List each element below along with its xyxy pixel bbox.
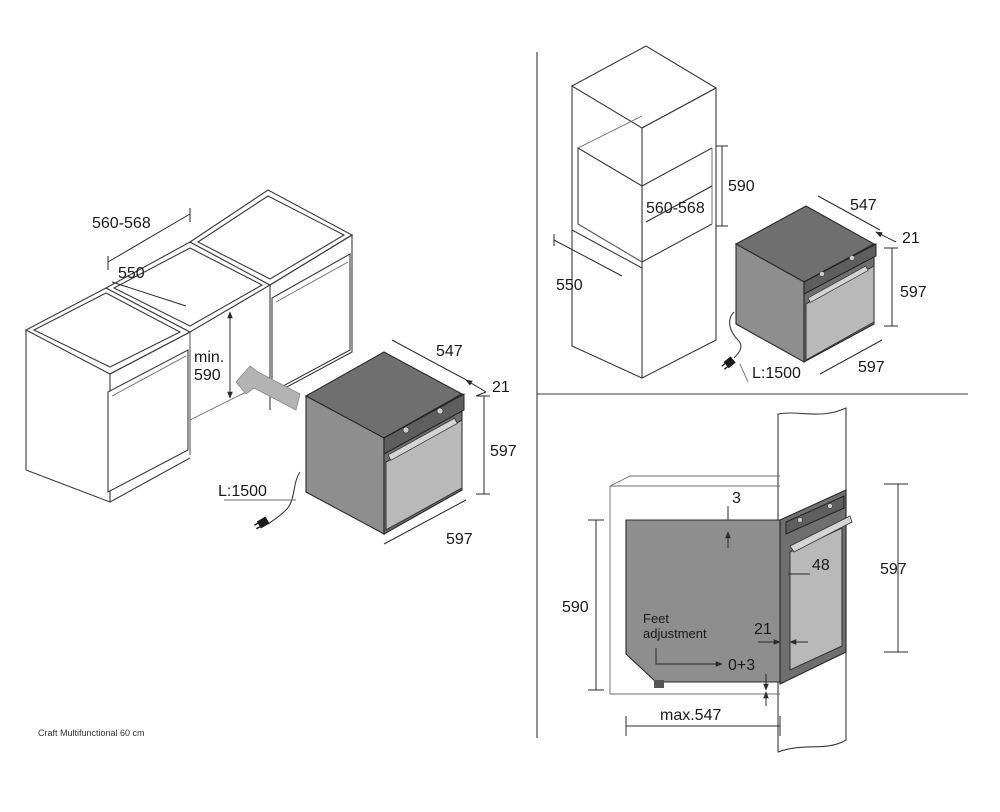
br-oven-height-label: 597 [880,561,907,578]
tr-oven-depth-label: 547 [850,197,877,214]
left-oven-width-label: 597 [446,531,473,548]
tr-oven-width-label: 597 [858,359,885,376]
left-oven-depth-label: 547 [436,343,463,360]
section-dimensions [588,483,908,736]
left-dimensions [107,208,301,411]
top-right-oven [721,205,877,383]
panel-dividers [536,52,968,738]
br-feet-label-line1: Feet [643,611,669,626]
br-niche-height-label: 590 [562,599,589,616]
top-right-dimensions [553,145,728,277]
tr-depth-label: 550 [556,277,583,294]
br-feet-label-line2: adjustment [643,626,707,641]
left-min-label: min. [194,349,224,366]
left-panel-thickness-label: 21 [492,379,510,396]
br-max-depth-label: max.547 [660,707,721,724]
left-oven-dimensions [383,339,490,545]
top-right-oven-dimensions [817,195,898,375]
left-cable-length-label: L:1500 [218,483,267,500]
br-top-gap-label: 3 [732,490,741,507]
left-min-height-label: 590 [194,367,221,384]
left-depth-label: 550 [118,265,145,282]
tr-width-range-label: 560-568 [646,200,705,217]
caption: Craft Multifunctional 60 cm [38,728,145,738]
section-oven [625,489,853,688]
br-feet-range-label: 0+3 [728,657,755,674]
tr-oven-height-label: 597 [900,284,927,301]
left-oven-height-label: 597 [490,443,517,460]
left-width-range-label: 560-568 [92,215,151,232]
tall-cabinet [570,45,718,379]
left-cabinet-row [24,189,354,503]
tr-cable-length-label: L:1500 [752,365,801,382]
tr-panel-thickness-label: 21 [902,230,920,247]
br-panel-thickness-label: 21 [754,621,772,638]
left-oven [224,351,465,535]
tr-niche-height-label: 590 [728,178,755,195]
br-handle-depth-label: 48 [812,557,830,574]
